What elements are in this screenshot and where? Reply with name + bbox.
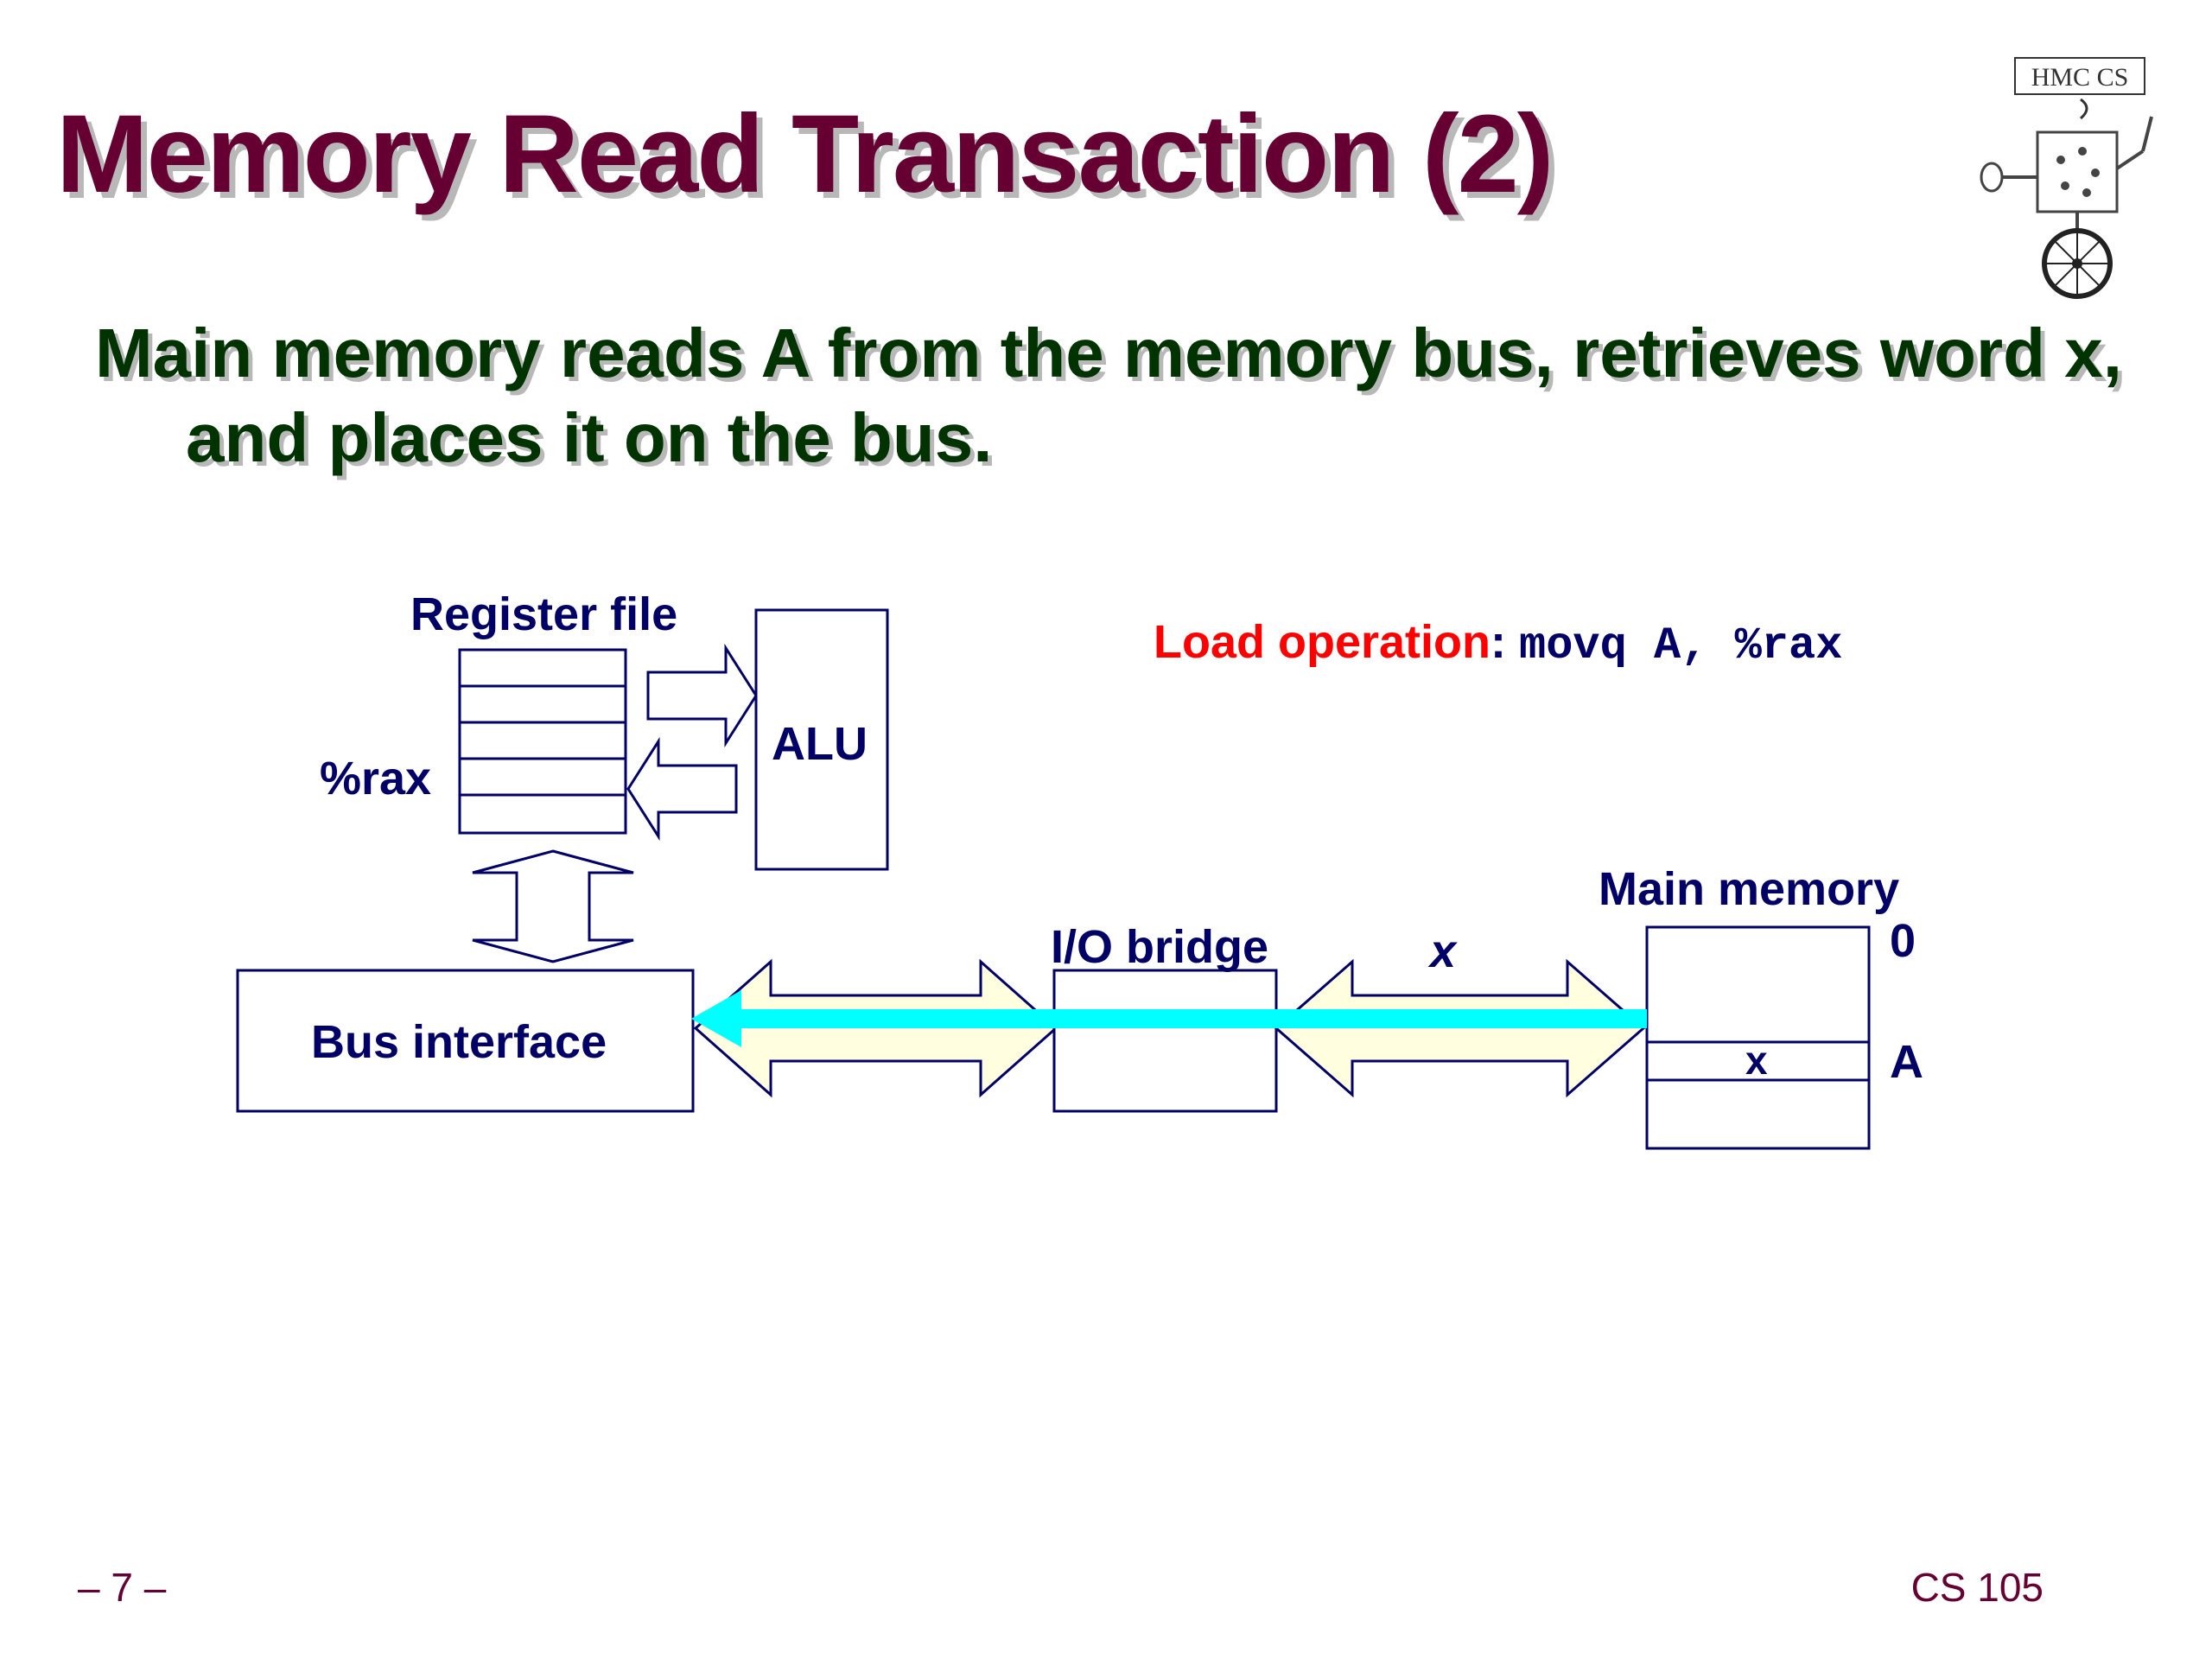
- register-file: [458, 648, 627, 835]
- hmc-cs-logo-icon: HMC CS: [1980, 57, 2153, 299]
- load-operation-separator: :: [1491, 616, 1506, 668]
- load-operation: Load operation: movq A, %rax: [1154, 615, 1842, 671]
- bus-interface-label: Bus interface: [311, 1016, 607, 1068]
- io-bridge-box: [1052, 969, 1278, 1113]
- bullet-text: Main memory reads A from the memory bus,…: [95, 315, 2122, 476]
- alu-to-register-arrow: [626, 736, 738, 842]
- page-number: – 7 –: [78, 1565, 167, 1610]
- main-memory-label: Main memory: [1599, 863, 1900, 915]
- address-a-label: A: [1890, 1036, 1923, 1088]
- register-bus-double-arrow: [472, 849, 634, 963]
- bus-value-label: x: [1430, 925, 1457, 977]
- alu-label: ALU: [772, 718, 868, 770]
- load-operation-label: Load operation: [1154, 616, 1491, 668]
- slide-title: Memory Read Transaction (2): [56, 92, 1554, 216]
- load-instruction: movq A, %rax: [1519, 620, 1843, 671]
- memory-cell-value: x: [1745, 1038, 1768, 1083]
- address-zero-label: 0: [1890, 915, 1916, 967]
- data-flow-arrow: [691, 990, 1647, 1047]
- register-to-alu-arrow: [646, 643, 758, 748]
- main-memory-box: [1645, 925, 1871, 1150]
- rax-label: %rax: [320, 753, 432, 804]
- io-bridge-label: I/O bridge: [1051, 921, 1269, 973]
- alu-box: [754, 608, 889, 871]
- course-label: CS 105: [1910, 1565, 2044, 1610]
- register-file-label: Register file: [410, 588, 678, 640]
- svg-text:HMC CS: HMC CS: [2031, 63, 2129, 92]
- bus-interface-box: [236, 969, 695, 1113]
